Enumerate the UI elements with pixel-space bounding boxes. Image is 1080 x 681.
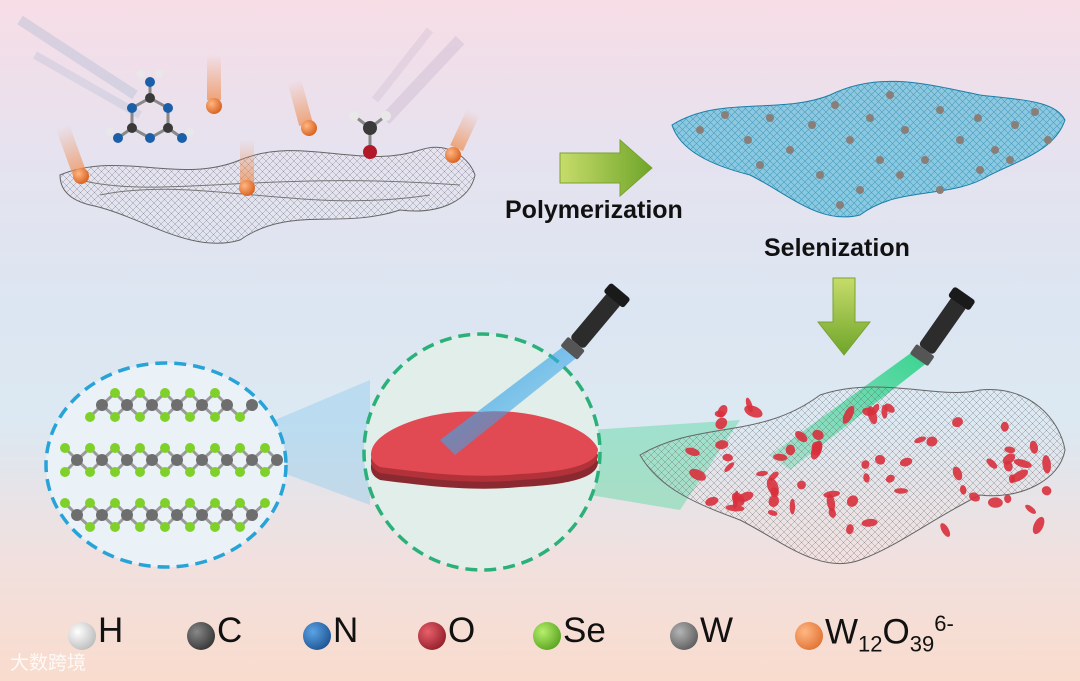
legend-w12o39-sub1: 12 bbox=[858, 631, 883, 657]
legend-c-dot bbox=[187, 622, 215, 650]
selenization-arrow bbox=[816, 277, 872, 356]
wse2-on-carbon-nitride-mesh bbox=[639, 386, 1066, 565]
polymerization-label: Polymerization bbox=[505, 196, 683, 224]
legend-w12o39-mid: O bbox=[882, 612, 910, 652]
polymerization-arrow bbox=[559, 138, 653, 198]
formaldehyde-molecule bbox=[349, 111, 391, 159]
legend-w12o39-dot bbox=[795, 622, 823, 650]
incoming-beams bbox=[17, 15, 465, 125]
melamine-molecule bbox=[106, 70, 194, 143]
legend-w-label: W bbox=[700, 611, 734, 650]
legend-se-dot bbox=[533, 622, 561, 650]
legend-w12o39-base: W bbox=[825, 612, 859, 652]
w12o39-clusters bbox=[55, 55, 480, 196]
legend-w12o39-label: W12O396- bbox=[825, 611, 954, 658]
carbon-nitride-mesh-sheet bbox=[59, 146, 476, 244]
legend-w12o39-sub2: 39 bbox=[909, 631, 935, 657]
watermark: 大数跨境 bbox=[10, 653, 87, 674]
legend-h-label: H bbox=[98, 611, 124, 650]
legend-n-label: N bbox=[333, 611, 359, 650]
element-legend: H C N O Se W W12O396- bbox=[0, 605, 1080, 665]
legend-w12o39-sup: 6- bbox=[934, 611, 954, 636]
legend-se-label: Se bbox=[563, 611, 606, 650]
diagram-artwork bbox=[17, 15, 1066, 572]
selenization-label: Selenization bbox=[764, 234, 910, 262]
polymer-sheet-with-clusters bbox=[671, 80, 1066, 218]
wse2-lattice-zoom bbox=[44, 361, 370, 569]
legend-o-label: O bbox=[448, 611, 476, 650]
legend-n-dot bbox=[303, 622, 331, 650]
legend-o-dot bbox=[418, 622, 446, 650]
flake-stack-zoom bbox=[362, 332, 740, 572]
legend-w-dot bbox=[670, 622, 698, 650]
legend-h-dot bbox=[68, 622, 96, 650]
legend-c-label: C bbox=[217, 611, 243, 650]
